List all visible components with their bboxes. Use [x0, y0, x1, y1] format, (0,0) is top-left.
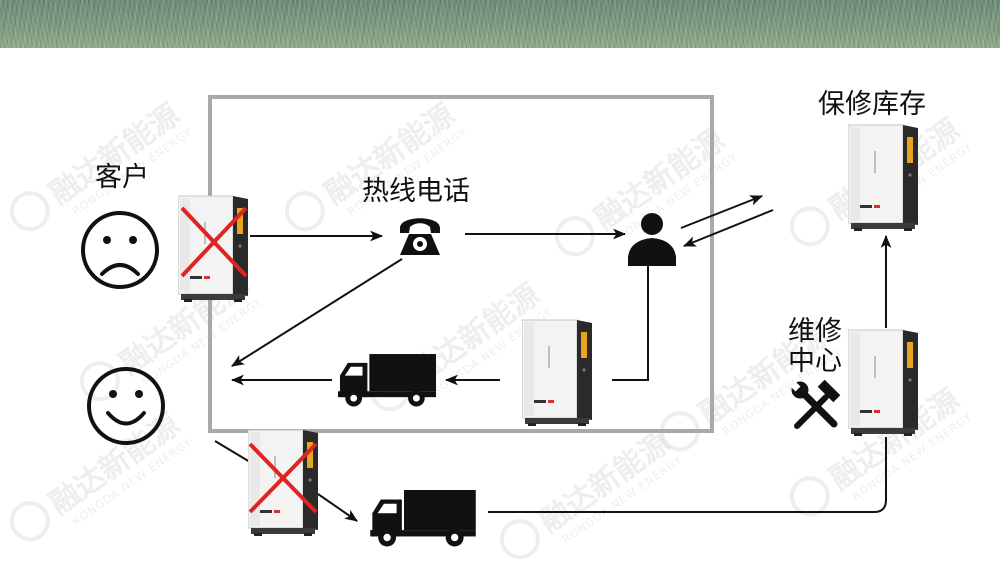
truck-icon [338, 354, 436, 407]
happy-face-icon [87, 367, 165, 445]
person-icon [628, 213, 676, 266]
battery-icon [248, 429, 318, 536]
watermark-logo-icon [9, 501, 50, 542]
faulty-cross-icon [248, 442, 318, 514]
repair-center-label-line1: 维修 [788, 316, 842, 347]
sad-face-icon [81, 211, 159, 289]
faulty-cross-icon [180, 206, 248, 278]
watermark-logo-icon [284, 191, 325, 232]
watermark-logo-icon [554, 216, 595, 257]
watermark-logo-icon [9, 191, 50, 232]
line-truck-to-repair-center [488, 437, 887, 513]
warranty-stock-label: 保修库存 [818, 89, 926, 120]
watermark: 融达新能源 RONGDA NEW ENERGY [284, 97, 470, 232]
telephone-icon [400, 218, 440, 255]
watermark: 融达新能源 RONGDA NEW ENERGY [9, 407, 195, 542]
watermark-logo-icon [789, 476, 830, 517]
watermark-logo-icon [789, 206, 830, 247]
hotline-label: 热线电话 [362, 176, 470, 207]
arrow-agent-to-stock [680, 195, 764, 229]
watermark: 融达新能源 RONGDA NEW ENERGY [499, 425, 685, 560]
arrow-stock-to-agent [682, 209, 774, 247]
arrow-returned-battery-to-truck [317, 493, 358, 522]
battery-icon [522, 319, 592, 426]
truck-icon [370, 490, 476, 547]
arrow-hotline-to-customer [231, 258, 403, 367]
battery-icon [178, 195, 248, 302]
watermark-logo-icon [659, 411, 700, 452]
battery-icon [848, 124, 918, 232]
header-grass-banner [0, 0, 1000, 48]
line-agent-to-replacement [612, 266, 649, 381]
repair-center-label-line2: 中心 [788, 346, 842, 377]
customer-label: 客户 [95, 162, 149, 193]
watermark-logo-icon [499, 519, 540, 560]
battery-icon [848, 329, 918, 436]
tools-icon [790, 379, 841, 429]
line-customer-to-returned-battery [214, 440, 251, 463]
